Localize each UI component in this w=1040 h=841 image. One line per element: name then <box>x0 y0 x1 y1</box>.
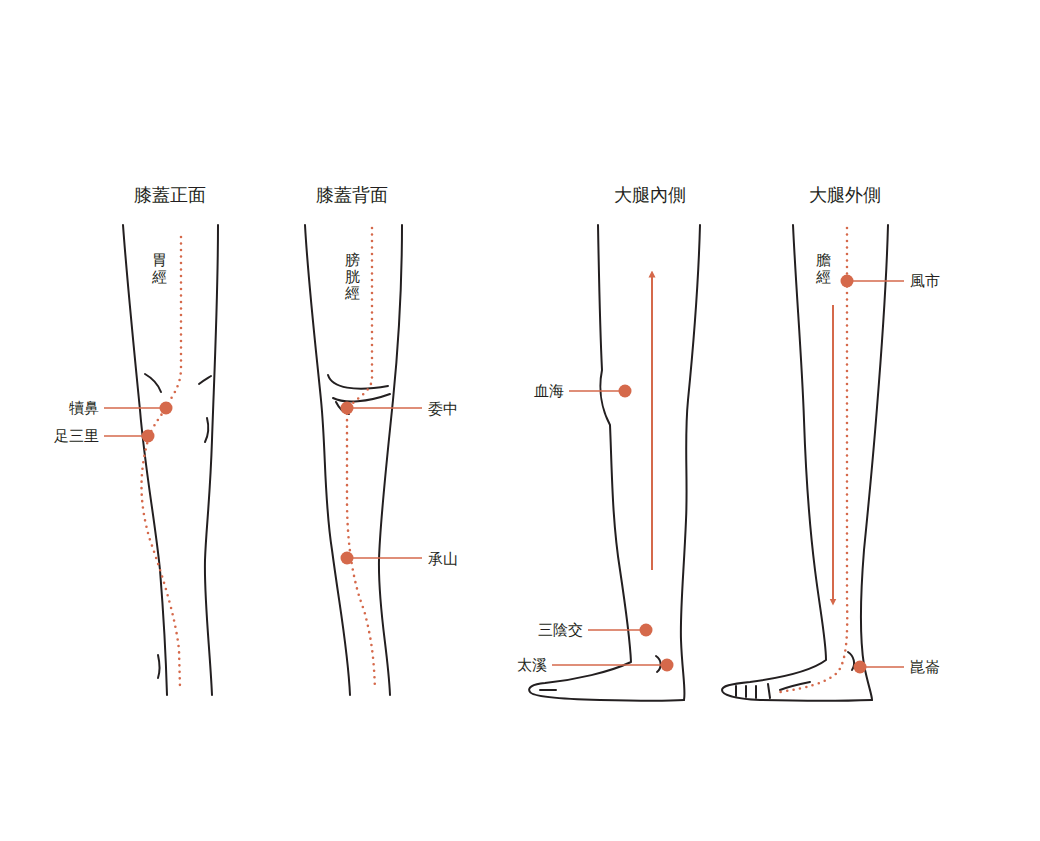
acupoint-dot <box>341 402 354 415</box>
leg-outline <box>861 225 888 700</box>
flow-arrow <box>651 274 653 570</box>
leg-outline <box>123 225 167 695</box>
knee-mark <box>145 374 161 392</box>
meridian-name: 膀胱經 <box>345 252 360 302</box>
leader-line <box>353 557 422 559</box>
acupoint-name: 委中 <box>428 402 458 417</box>
leg-outline <box>722 225 872 701</box>
acupoint-dot <box>619 385 632 398</box>
acupoint-dot <box>661 659 674 672</box>
leader-line <box>104 407 160 409</box>
acupoint-dot <box>841 275 854 288</box>
meridian-line <box>780 228 847 692</box>
leader-line <box>853 280 904 282</box>
leader-line <box>104 435 142 437</box>
leg-outline <box>529 225 684 701</box>
view-title: 膝蓋正面 <box>134 186 206 204</box>
leader-line <box>866 666 904 668</box>
meridian-name: 膽經 <box>816 252 831 285</box>
leader-line <box>353 407 422 409</box>
acupoint-name: 承山 <box>428 552 458 567</box>
acupoint-dot <box>854 661 867 674</box>
acupoint-dot <box>160 402 173 415</box>
acupoint-name: 三陰交 <box>538 623 583 638</box>
acupoint-name: 足三里 <box>54 429 99 444</box>
acupoint-dot <box>341 552 354 565</box>
acupoint-name: 崑崙 <box>910 660 940 675</box>
leg-outline <box>305 225 350 695</box>
view-title: 大腿內側 <box>614 186 686 204</box>
knee-mark <box>158 655 160 678</box>
ankle-mark <box>656 656 661 672</box>
acupoint-dot <box>142 430 155 443</box>
acupoint-name: 風市 <box>910 274 940 289</box>
flow-arrow <box>832 305 834 602</box>
meridian-name: 胃經 <box>152 252 167 285</box>
acupoint-name: 犢鼻 <box>69 401 99 416</box>
acupoint-name: 太溪 <box>517 658 547 673</box>
knee-crease <box>333 394 390 401</box>
toe-mark <box>736 684 770 698</box>
leader-line <box>588 629 640 631</box>
view-title: 大腿外側 <box>809 186 881 204</box>
leg-outline <box>681 225 700 700</box>
leg-outline <box>379 225 402 695</box>
knee-mark <box>199 376 211 384</box>
acupoint-name: 血海 <box>534 384 564 399</box>
knee-crease <box>328 375 388 389</box>
view-title: 膝蓋背面 <box>316 186 388 204</box>
leg-outline <box>205 225 218 695</box>
toe-mark <box>540 689 556 691</box>
knee-mark <box>205 418 208 442</box>
meridian-line <box>142 237 182 688</box>
acupoint-dot <box>640 624 653 637</box>
leader-line <box>569 390 619 392</box>
ankle-mark <box>848 652 854 670</box>
leader-line <box>552 664 661 666</box>
